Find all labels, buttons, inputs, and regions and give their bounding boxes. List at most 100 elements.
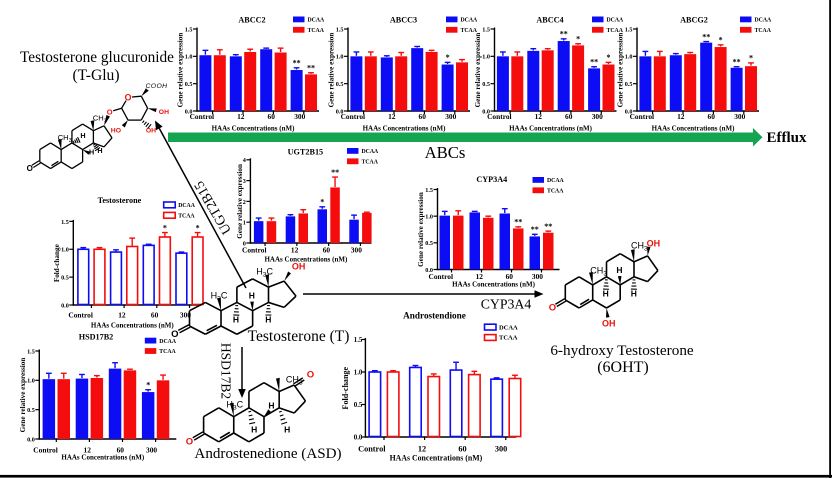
svg-text:OH: OH [159, 109, 169, 116]
svg-text:0.5: 0.5 [185, 81, 193, 88]
svg-text:O: O [107, 107, 113, 116]
svg-text:(6OHT): (6OHT) [597, 359, 649, 376]
svg-text:Androstendione: Androstendione [403, 311, 466, 321]
svg-text:0.5: 0.5 [61, 275, 69, 282]
svg-text:Control: Control [68, 311, 93, 320]
svg-text:**: ** [293, 59, 301, 68]
svg-text:H: H [249, 291, 255, 301]
svg-text:O: O [307, 370, 314, 381]
svg-text:0.0: 0.0 [61, 302, 69, 309]
svg-text:0.0: 0.0 [354, 433, 363, 441]
svg-text:Control: Control [429, 272, 454, 281]
svg-text:HAAs Concentrations (nM): HAAs Concentrations (nM) [264, 256, 347, 264]
svg-text:*: * [576, 35, 580, 44]
svg-text:60: 60 [151, 311, 159, 320]
svg-text:ABCG2: ABCG2 [680, 16, 708, 25]
svg-text:*: * [146, 381, 150, 390]
svg-text:H: H [89, 147, 94, 156]
svg-text:Control: Control [33, 446, 58, 455]
svg-text:H: H [265, 315, 271, 325]
svg-text:DCAA: DCAA [178, 203, 196, 209]
svg-text:OH: OH [602, 319, 616, 329]
svg-text:O: O [549, 303, 556, 314]
svg-text:4: 4 [243, 157, 246, 164]
svg-text:1.0: 1.0 [336, 54, 344, 61]
svg-text:12: 12 [677, 112, 685, 121]
svg-text:60: 60 [565, 112, 573, 121]
svg-text:Gene relative expression: Gene relative expression [177, 33, 185, 108]
svg-text:1.5: 1.5 [482, 26, 490, 33]
svg-text:300: 300 [734, 112, 745, 121]
svg-text:HAAs Concentrations (nM): HAAs Concentrations (nM) [363, 125, 446, 133]
svg-text:Control: Control [630, 112, 655, 121]
svg-text:HAAs Concentrations (nM): HAAs Concentrations (nM) [91, 322, 174, 330]
svg-text:1.5: 1.5 [425, 187, 433, 194]
svg-text:TCAA: TCAA [308, 28, 325, 34]
svg-text:1.0: 1.0 [354, 368, 363, 376]
svg-text:60: 60 [268, 112, 276, 121]
svg-text:O: O [125, 92, 132, 102]
svg-text:ABCs: ABCs [425, 143, 466, 162]
svg-text:300: 300 [495, 445, 507, 454]
svg-text:(T-Glu): (T-Glu) [72, 67, 119, 84]
svg-text:60: 60 [458, 445, 466, 454]
svg-text:300: 300 [146, 446, 157, 455]
svg-text:12: 12 [291, 246, 299, 255]
svg-text:300: 300 [592, 112, 603, 121]
svg-text:TCAA: TCAA [362, 160, 379, 166]
svg-text:**: ** [531, 225, 539, 234]
svg-text:DCAA: DCAA [461, 18, 479, 24]
svg-text:12: 12 [418, 445, 426, 454]
svg-text:60: 60 [323, 246, 331, 255]
svg-text:*: * [446, 53, 450, 62]
svg-text:ABCC4: ABCC4 [536, 16, 563, 25]
svg-text:Fold-change: Fold-change [53, 244, 61, 282]
svg-text:DCAA: DCAA [499, 324, 518, 331]
svg-text:Gene relative expression: Gene relative expression [19, 358, 27, 433]
svg-text:HO: HO [111, 127, 121, 134]
svg-text:0.5: 0.5 [336, 81, 344, 88]
svg-text:*: * [749, 54, 753, 63]
svg-text:**: ** [590, 58, 598, 67]
svg-text:OH: OH [146, 127, 156, 134]
svg-text:TCAA: TCAA [755, 28, 772, 34]
svg-text:1.0: 1.0 [185, 54, 193, 61]
svg-text:HSD17B2: HSD17B2 [219, 343, 234, 399]
svg-text:Testosterone (T): Testosterone (T) [248, 328, 350, 345]
svg-text:1.5: 1.5 [27, 348, 35, 355]
svg-text:HAAs Concentrations (nM): HAAs Concentrations (nM) [390, 454, 483, 463]
svg-text:O: O [186, 437, 193, 448]
svg-text:300: 300 [351, 246, 362, 255]
svg-text:CYP3A4: CYP3A4 [476, 175, 507, 184]
svg-text:Control: Control [487, 112, 512, 121]
svg-text:TCAA: TCAA [499, 335, 518, 342]
svg-text:**: ** [544, 222, 552, 231]
svg-text:**: ** [514, 218, 522, 227]
svg-text:1.0: 1.0 [27, 378, 35, 385]
svg-text:Efflux: Efflux [767, 130, 808, 146]
svg-text:HAAs Concentrations (nM): HAAs Concentrations (nM) [652, 125, 735, 133]
svg-text:1.0: 1.0 [425, 214, 433, 221]
svg-text:**: ** [733, 58, 741, 67]
svg-text:12: 12 [535, 112, 543, 121]
svg-text:HSD17B2: HSD17B2 [79, 333, 114, 342]
svg-text:12: 12 [237, 112, 245, 121]
svg-text:Control: Control [341, 112, 366, 121]
svg-text:Control: Control [190, 112, 215, 121]
svg-text:Fold-change: Fold-change [341, 367, 350, 410]
svg-text:Control: Control [358, 445, 386, 454]
svg-text:**: ** [331, 168, 339, 177]
svg-text:HAAs Concentrations (nM): HAAs Concentrations (nM) [61, 454, 144, 462]
svg-text:HAAs Concentrations (nM): HAAs Concentrations (nM) [452, 281, 535, 289]
svg-text:UGT2B15: UGT2B15 [288, 148, 324, 157]
svg-text:Gene relative expression: Gene relative expression [417, 192, 425, 267]
svg-text:H: H [80, 131, 85, 140]
svg-text:1.5: 1.5 [625, 26, 633, 33]
svg-text:ABCC2: ABCC2 [238, 16, 265, 25]
svg-text:0.5: 0.5 [354, 401, 363, 409]
svg-text:CYP3A4: CYP3A4 [481, 297, 532, 312]
svg-text:300: 300 [445, 112, 456, 121]
svg-text:H: H [284, 425, 290, 435]
svg-text:*: * [320, 198, 324, 207]
svg-text:H: H [251, 425, 257, 435]
